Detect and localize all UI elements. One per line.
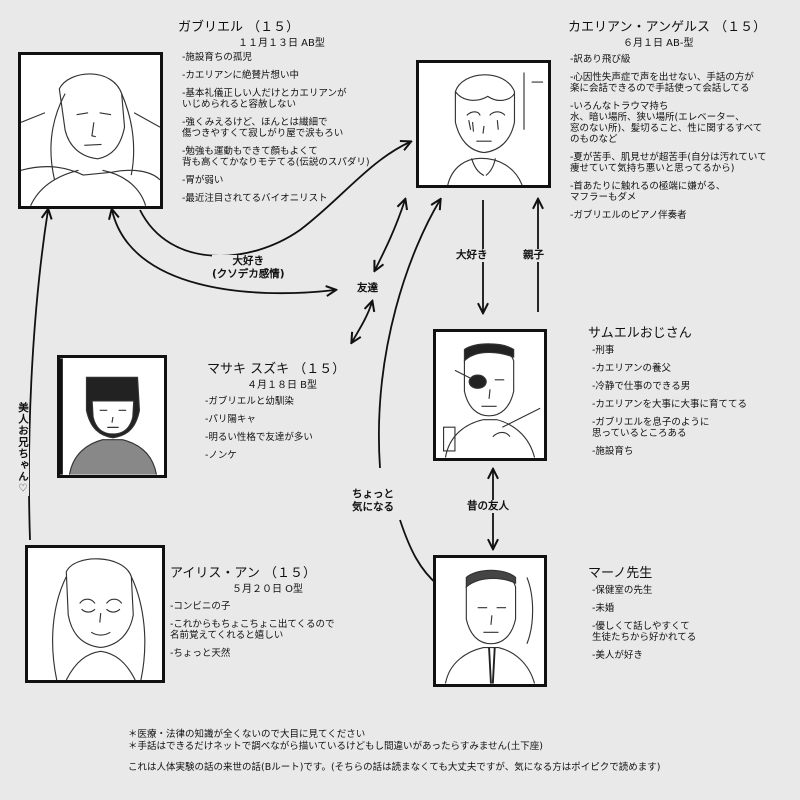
caelian-birthday: ６月１日 AB-型	[623, 38, 694, 49]
note-story-route: これは人体実験の話の来世の話(Bルート)です。(そちらの話は読まなくても大丈夫で…	[128, 762, 661, 773]
mano-portrait	[433, 555, 547, 687]
note-sign-language: ＊手話はできるだけネットで調べながら描いているけどもし間違いがあったらすみません…	[128, 741, 543, 752]
iris-name: アイリス・アン （１５）	[170, 566, 316, 581]
arrow-gabriel-to-tomodachi	[112, 210, 335, 293]
caelian-traits: -訳あり飛び級 -心因性失声症で声を出せない、手話の方が 楽に会話できるので手話…	[570, 54, 767, 221]
label-oyako: 親子	[523, 249, 544, 262]
caelian-name: カエリアン・アンゲルス （１５）	[568, 20, 767, 35]
mano-traits: -保健室の先生 -未婚 -優しくて話しやすくて 生徒たちから好かれてる -美人が…	[592, 585, 697, 661]
mano-name: マーノ先生	[588, 566, 653, 581]
iris-birthday: ５月２０日 O型	[232, 584, 304, 595]
gabriel-traits: -施設育ちの孤児 -カエリアンに絶賛片想い中 -基本礼儀正しい人だけとカエリアン…	[182, 52, 370, 204]
arrow-iris-to-gabriel	[28, 210, 48, 541]
arrow-iris-to-caelian	[378, 200, 440, 469]
iris-traits: -コンビニの子 -これからもちょこちょこ出てくるので 名前覚えてくれると嬉しい …	[170, 601, 335, 659]
samuel-portrait	[433, 329, 547, 461]
samuel-name: サムエルおじさん	[588, 326, 692, 341]
label-tomodachi: 友達	[357, 282, 378, 295]
label-daisuki-caelian: 大好き	[456, 249, 488, 262]
masaki-portrait	[57, 355, 167, 478]
label-chotto-kininaru: ちょっと 気になる	[352, 488, 394, 514]
gabriel-portrait	[18, 52, 163, 209]
arrow-masaki-tomodachi	[352, 302, 372, 342]
samuel-traits: -刑事 -カエリアンの養父 -冷静で仕事のできる男 -カエリアンを大事に大事に育…	[592, 345, 748, 457]
label-mukashi-no-yujin: 昔の友人	[467, 500, 509, 513]
label-bijin-oniichan: 美人お兄ちゃん♡	[16, 402, 29, 496]
label-daisuki-gabriel: 大好き (クソデカ感情)	[212, 255, 285, 281]
note-medical: ＊医療・法律の知識が全くないので大目に見てください	[128, 729, 366, 740]
iris-portrait	[25, 545, 165, 683]
gabriel-birthday: １１月１３日 AB型	[238, 38, 325, 49]
gabriel-name: ガブリエル （１５）	[178, 20, 300, 35]
masaki-traits: -ガブリエルと幼馴染 -パリ陽キャ -明るい性格で友達が多い -ノンケ	[205, 396, 313, 461]
arrow-caelian-tomodachi	[375, 200, 405, 270]
footnotes: ＊医療・法律の知識が全くないので大目に見てください ＊手話はできるだけネットで調…	[128, 729, 660, 774]
masaki-birthday: ４月１８日 B型	[247, 380, 318, 391]
masaki-name: マサキ スズキ （１５）	[207, 362, 346, 377]
caelian-portrait	[416, 60, 551, 188]
